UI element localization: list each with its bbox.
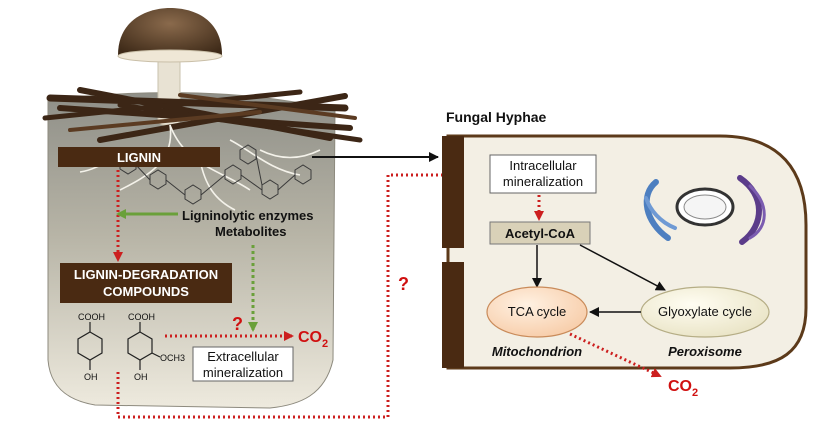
tca-cycle-mitochondrion [486, 286, 588, 338]
lignin-box [58, 147, 220, 167]
question-mark-large: ? [398, 274, 409, 294]
compound-2-structure [127, 322, 161, 370]
metabolites-label: Metabolites [215, 224, 287, 239]
question-mark-small: ? [232, 314, 243, 334]
degradation-box [60, 263, 232, 303]
compound-2-cooh: COOH [128, 312, 155, 322]
acetyl-coa-label: Acetyl-CoA [505, 226, 576, 241]
arrow-acetyl-to-glyoxylate [579, 244, 666, 291]
degradation-label-line2: COMPOUNDS [103, 284, 189, 299]
organelle-icon [643, 175, 766, 245]
compound-1-cooh: COOH [78, 312, 105, 322]
glyoxylate-cycle-label: Glyoxylate cycle [658, 304, 752, 319]
compound-2-och3: OCH3 [160, 353, 185, 363]
enzymes-label: Ligninolytic enzymes [182, 208, 313, 223]
intracellular-line2: mineralization [503, 174, 583, 189]
extracellular-box [192, 346, 294, 382]
wood-logs-icon [42, 87, 363, 143]
extracellular-line2: mineralization [203, 365, 283, 380]
extracellular-line1: Extracellular [207, 349, 279, 364]
cell-wall-upper [442, 136, 464, 248]
compound-2-oh: OH [134, 372, 148, 382]
intracellular-box [489, 154, 597, 194]
acetyl-coa-box [489, 221, 591, 245]
mitochondrion-label: Mitochondrion [492, 344, 582, 359]
cell-wall-lower [442, 262, 464, 368]
co2-soil-subscript: 2 [322, 338, 328, 350]
arrow-tca-to-co2 [569, 332, 662, 378]
lignin-label: LIGNIN [117, 150, 161, 165]
compound-1-structure [77, 322, 103, 370]
co2-cell: CO [668, 378, 692, 395]
co2-cell-subscript: 2 [692, 387, 698, 399]
compound-1-oh: OH [84, 372, 98, 382]
tca-cycle-label: TCA cycle [508, 304, 567, 319]
degradation-label-line1: LIGNIN-DEGRADATION [74, 267, 218, 282]
intracellular-line1: Intracellular [509, 158, 577, 173]
route-compounds-to-cell [116, 173, 488, 419]
peroxisome-label: Peroxisome [668, 344, 742, 359]
co2-soil: CO [298, 329, 322, 346]
fungal-hyphae-title: Fungal Hyphae [446, 109, 547, 125]
